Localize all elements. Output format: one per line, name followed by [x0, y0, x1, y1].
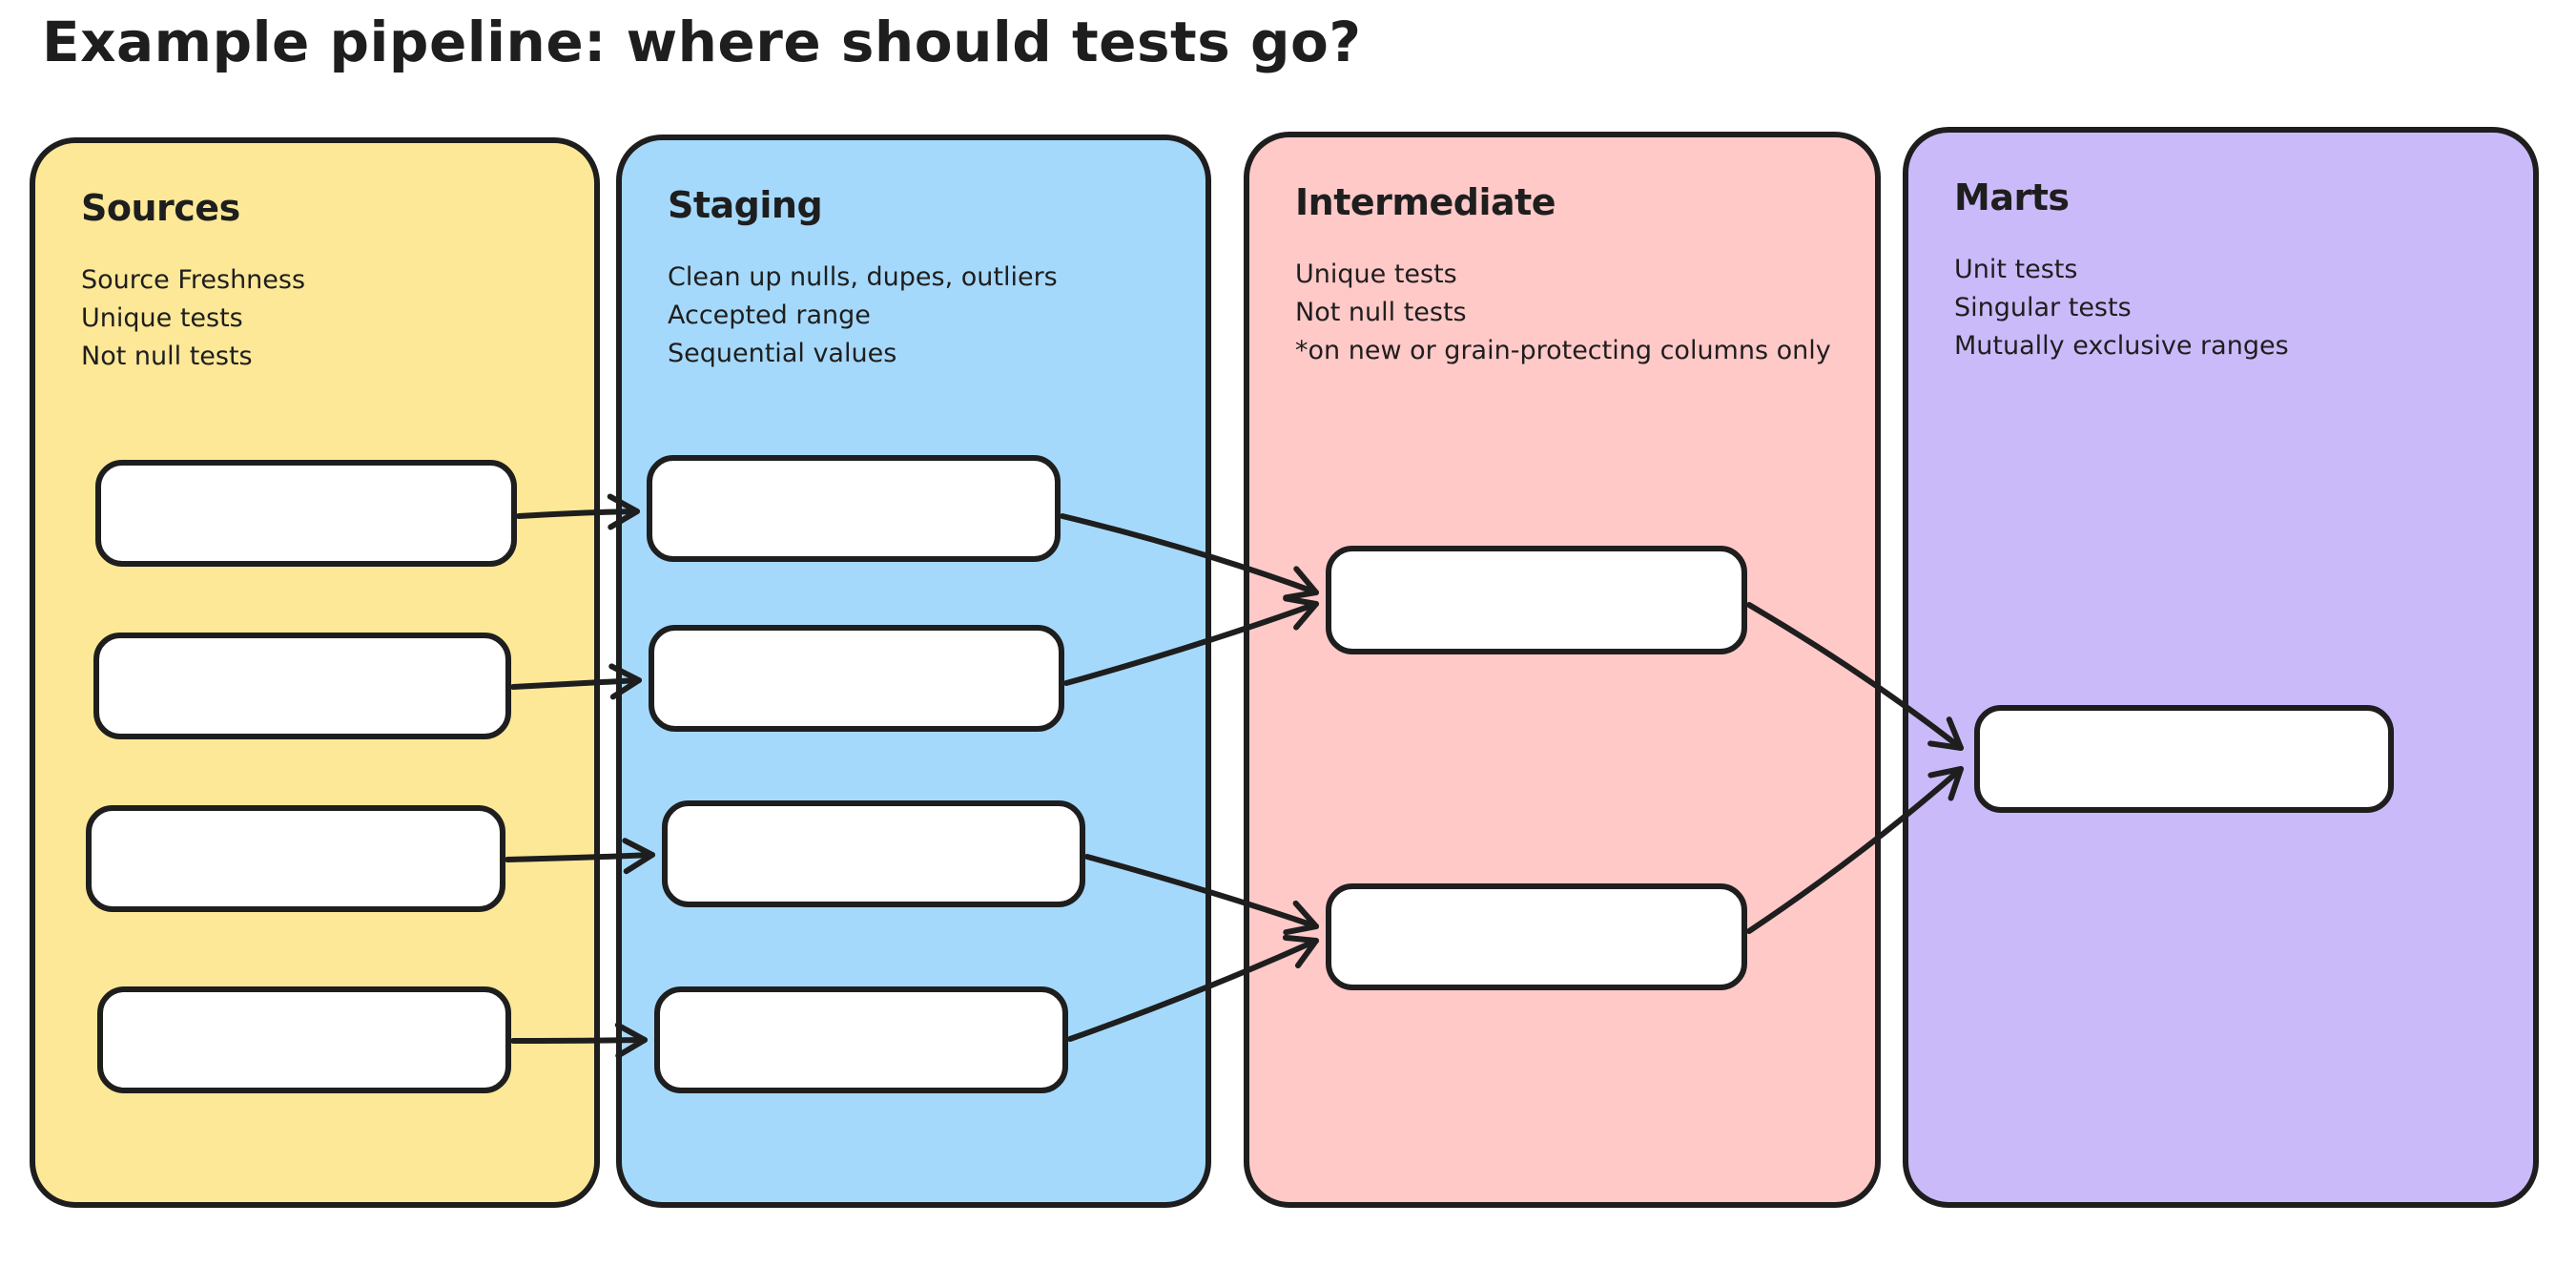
node-staging-4: [654, 986, 1068, 1093]
column-notes: Unique tests Not null tests *on new or g…: [1295, 256, 1837, 370]
node-source-2: [93, 633, 511, 739]
node-source-3: [86, 805, 505, 912]
node-source-4: [97, 986, 511, 1093]
note-line: Unique tests: [81, 303, 243, 333]
column-notes: Clean up nulls, dupes, outliers Accepted…: [668, 259, 1167, 373]
note-line: Accepted range: [668, 301, 871, 330]
note-line: Singular tests: [1954, 293, 2132, 322]
node-source-1: [95, 460, 517, 567]
note-line: *on new or grain-protecting columns only: [1295, 336, 1831, 365]
column-title: Marts: [1954, 176, 2070, 218]
note-line: Source Freshness: [81, 265, 306, 295]
note-line: Mutually exclusive ranges: [1954, 331, 2289, 361]
node-marts-1: [1974, 705, 2394, 813]
note-line: Unit tests: [1954, 255, 2078, 284]
note-line: Sequential values: [668, 339, 897, 368]
node-intermediate-2: [1326, 883, 1747, 990]
node-intermediate-1: [1326, 546, 1747, 654]
column-intermediate: Intermediate Unique tests Not null tests…: [1244, 132, 1881, 1208]
column-notes: Source Freshness Unique tests Not null t…: [81, 261, 556, 376]
node-staging-2: [649, 625, 1064, 732]
diagram-title: Example pipeline: where should tests go?: [42, 10, 1362, 74]
column-title: Staging: [668, 184, 823, 226]
column-notes: Unit tests Singular tests Mutually exclu…: [1954, 251, 2495, 365]
node-staging-1: [647, 455, 1061, 562]
note-line: Clean up nulls, dupes, outliers: [668, 262, 1058, 292]
note-line: Not null tests: [1295, 298, 1467, 327]
column-title: Sources: [81, 187, 240, 229]
column-title: Intermediate: [1295, 181, 1556, 223]
node-staging-3: [662, 800, 1085, 907]
column-marts: Marts Unit tests Singular tests Mutually…: [1903, 127, 2539, 1208]
note-line: Not null tests: [81, 342, 253, 371]
note-line: Unique tests: [1295, 259, 1457, 289]
